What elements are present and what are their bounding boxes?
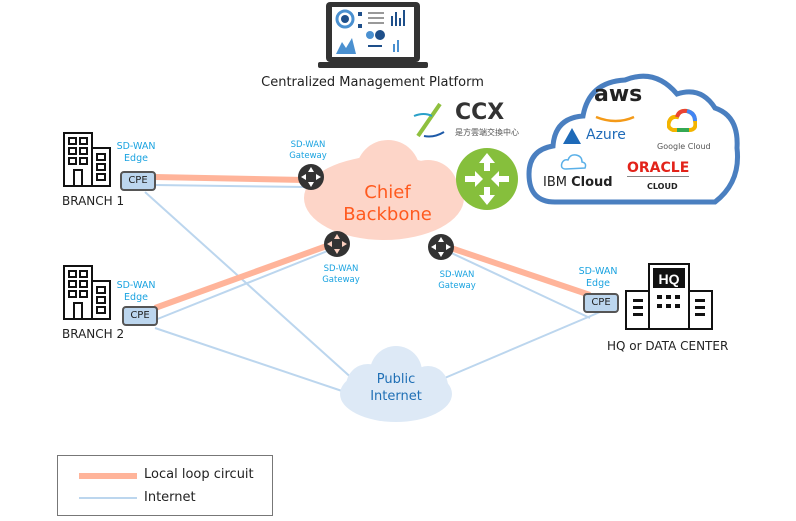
local-loop-b2 [153,240,337,311]
hq-edge-line1: SD-WAN [578,266,618,277]
ccx-name: CCX [455,100,505,125]
public-internet-line2: Internet [370,389,422,404]
internet-link-b2-public [154,327,346,393]
gateway3-line2: Gateway [438,281,476,291]
public-internet-label: Public Internet [356,371,436,405]
oracle-logo: ORACLE [627,160,690,177]
internet-link-b2-gw2 [154,247,336,321]
google-cloud-icon [666,108,698,134]
hq-label: HQ or DATA CENTER [607,339,729,353]
legend-label-local-loop: Local loop circuit [144,467,254,482]
gateway2-line2: Gateway [322,275,360,285]
backbone-line1: Chief [364,182,411,203]
hq-building-icon: HQ [625,263,713,331]
oracle-sub: CLOUD [647,182,678,191]
gateway2-router-icon[interactable] [324,231,350,257]
gateway1-label: SD-WAN Gateway [285,140,331,162]
cloud-router-icon [455,147,519,211]
legend-label-internet: Internet [144,490,196,505]
legend: Local loop circuit Internet [57,455,273,516]
branch2-cpe[interactable]: CPE [122,306,158,326]
internet-link-b1-public [144,191,366,391]
ibm-prefix: IBM [543,175,567,190]
google-cloud-logo: Google Cloud [657,142,711,151]
branch1-label: BRANCH 1 [62,194,125,208]
gateway1-line2: Gateway [289,151,327,161]
ibm-cloud-icon [560,153,588,171]
ibm-suffix: Cloud [571,175,613,190]
backbone-label: Chief Backbone [330,182,445,226]
local-loop-b1 [154,174,306,183]
local-loop-hq [444,243,591,298]
public-internet-cloud [336,342,456,424]
laptop-icon [318,2,428,72]
gateway3-router-icon[interactable] [428,234,454,260]
hq-edge-label: SD-WAN Edge [577,266,619,290]
ibm-cloud-logo: IBM Cloud [543,175,613,190]
gateway3-line1: SD-WAN [439,270,475,280]
public-internet-line1: Public [376,372,416,387]
public-cloud-providers [525,62,745,208]
ccx-subtitle: 是方雲端交換中心 [455,128,519,137]
branch1-cpe[interactable]: CPE [120,171,156,191]
branch1-edge-label: SD-WAN Edge [115,141,157,165]
backbone-line2: Backbone [343,204,432,225]
branch2-building-icon [62,265,112,321]
internet-link-hq-public [439,311,601,381]
branch2-edge-line2: Edge [124,292,148,303]
branch2-edge-label: SD-WAN Edge [115,280,157,304]
hq-edge-line2: Edge [586,278,610,289]
azure-icon [563,128,581,144]
gateway1-router-icon[interactable] [298,164,324,190]
aws-logo: aws [594,82,643,107]
branch2-edge-line1: SD-WAN [116,280,156,291]
backbone-cloud [298,138,470,250]
hq-badge: HQ [659,271,680,287]
internet-link-b1-gw1 [154,184,306,188]
azure-logo: Azure [586,127,626,143]
branch1-edge-line2: Edge [124,153,148,164]
legend-swatch-local-loop [79,473,137,479]
branch1-edge-line1: SD-WAN [116,141,156,152]
ccx-logo-icon [410,102,450,142]
aws-smile-icon [594,108,638,123]
gateway3-label: SD-WAN Gateway [434,270,480,292]
platform-label: Centralized Management Platform [261,75,484,90]
legend-swatch-internet [79,497,137,499]
internet-link-gw3-hq [444,249,591,319]
branch1-building-icon [62,132,112,188]
hq-cpe[interactable]: CPE [583,293,619,313]
gateway1-line1: SD-WAN [290,140,326,150]
branch2-label: BRANCH 2 [62,327,125,341]
gateway2-line1: SD-WAN [323,264,359,274]
gateway2-label: SD-WAN Gateway [318,264,364,286]
